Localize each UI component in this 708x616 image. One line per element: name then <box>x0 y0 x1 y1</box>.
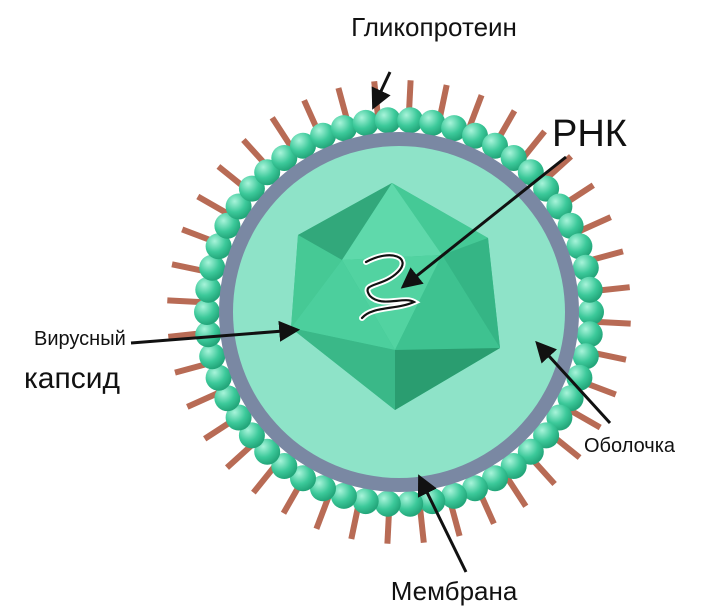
bead <box>310 122 336 149</box>
bead <box>546 193 573 220</box>
membrane-arrow <box>417 474 468 573</box>
bead <box>205 233 232 260</box>
bead <box>482 465 508 492</box>
bead <box>397 107 424 134</box>
bead <box>374 490 401 517</box>
bead <box>566 233 593 260</box>
bead <box>271 145 298 171</box>
bead <box>578 299 604 325</box>
bead <box>374 107 401 134</box>
bead <box>500 145 527 171</box>
bead <box>546 404 573 431</box>
bead <box>533 422 560 449</box>
rna-strand <box>359 252 421 321</box>
bead <box>352 488 379 515</box>
bead <box>199 254 226 281</box>
bead <box>352 109 379 136</box>
bead <box>225 404 252 431</box>
bead <box>517 438 544 465</box>
bead <box>441 115 468 142</box>
bead <box>330 115 357 142</box>
bead <box>533 175 560 202</box>
envelope-arrow <box>535 340 612 425</box>
rna-arrow <box>400 155 567 289</box>
bead <box>290 465 316 492</box>
capsid-label-line1: Вирусный <box>34 328 126 350</box>
bead <box>225 193 252 220</box>
bead <box>238 422 265 449</box>
bead <box>397 490 424 517</box>
capsid-label-line2: капсид <box>24 362 120 395</box>
bead <box>576 276 603 303</box>
bead <box>205 364 232 391</box>
bead <box>441 482 468 509</box>
bead <box>199 343 226 370</box>
bead <box>419 109 446 136</box>
bead <box>238 175 265 202</box>
bead <box>310 475 336 502</box>
bead <box>195 276 222 303</box>
glycoprotein-label: Гликопротеин <box>351 12 517 42</box>
bead <box>214 385 241 412</box>
bead <box>214 212 241 239</box>
bead <box>557 385 584 412</box>
bead <box>462 475 488 502</box>
bead <box>290 132 316 159</box>
bead <box>194 299 220 325</box>
bead <box>195 321 222 348</box>
envelope-label: Оболочка <box>584 435 676 457</box>
bead <box>572 343 599 370</box>
capsid <box>291 183 500 410</box>
bead <box>254 438 281 465</box>
bead <box>254 159 281 186</box>
bead <box>330 482 357 509</box>
bead <box>462 122 488 149</box>
bead <box>572 254 599 281</box>
rna-label: РНК <box>552 113 627 155</box>
bead <box>500 453 527 479</box>
bead <box>271 453 298 479</box>
bead <box>576 321 603 348</box>
capsid-arrow <box>130 320 301 345</box>
glycoprotein-arrow <box>371 71 392 110</box>
membrane-label: Мембрана <box>391 576 518 606</box>
bead <box>482 132 508 159</box>
bead <box>557 212 584 239</box>
